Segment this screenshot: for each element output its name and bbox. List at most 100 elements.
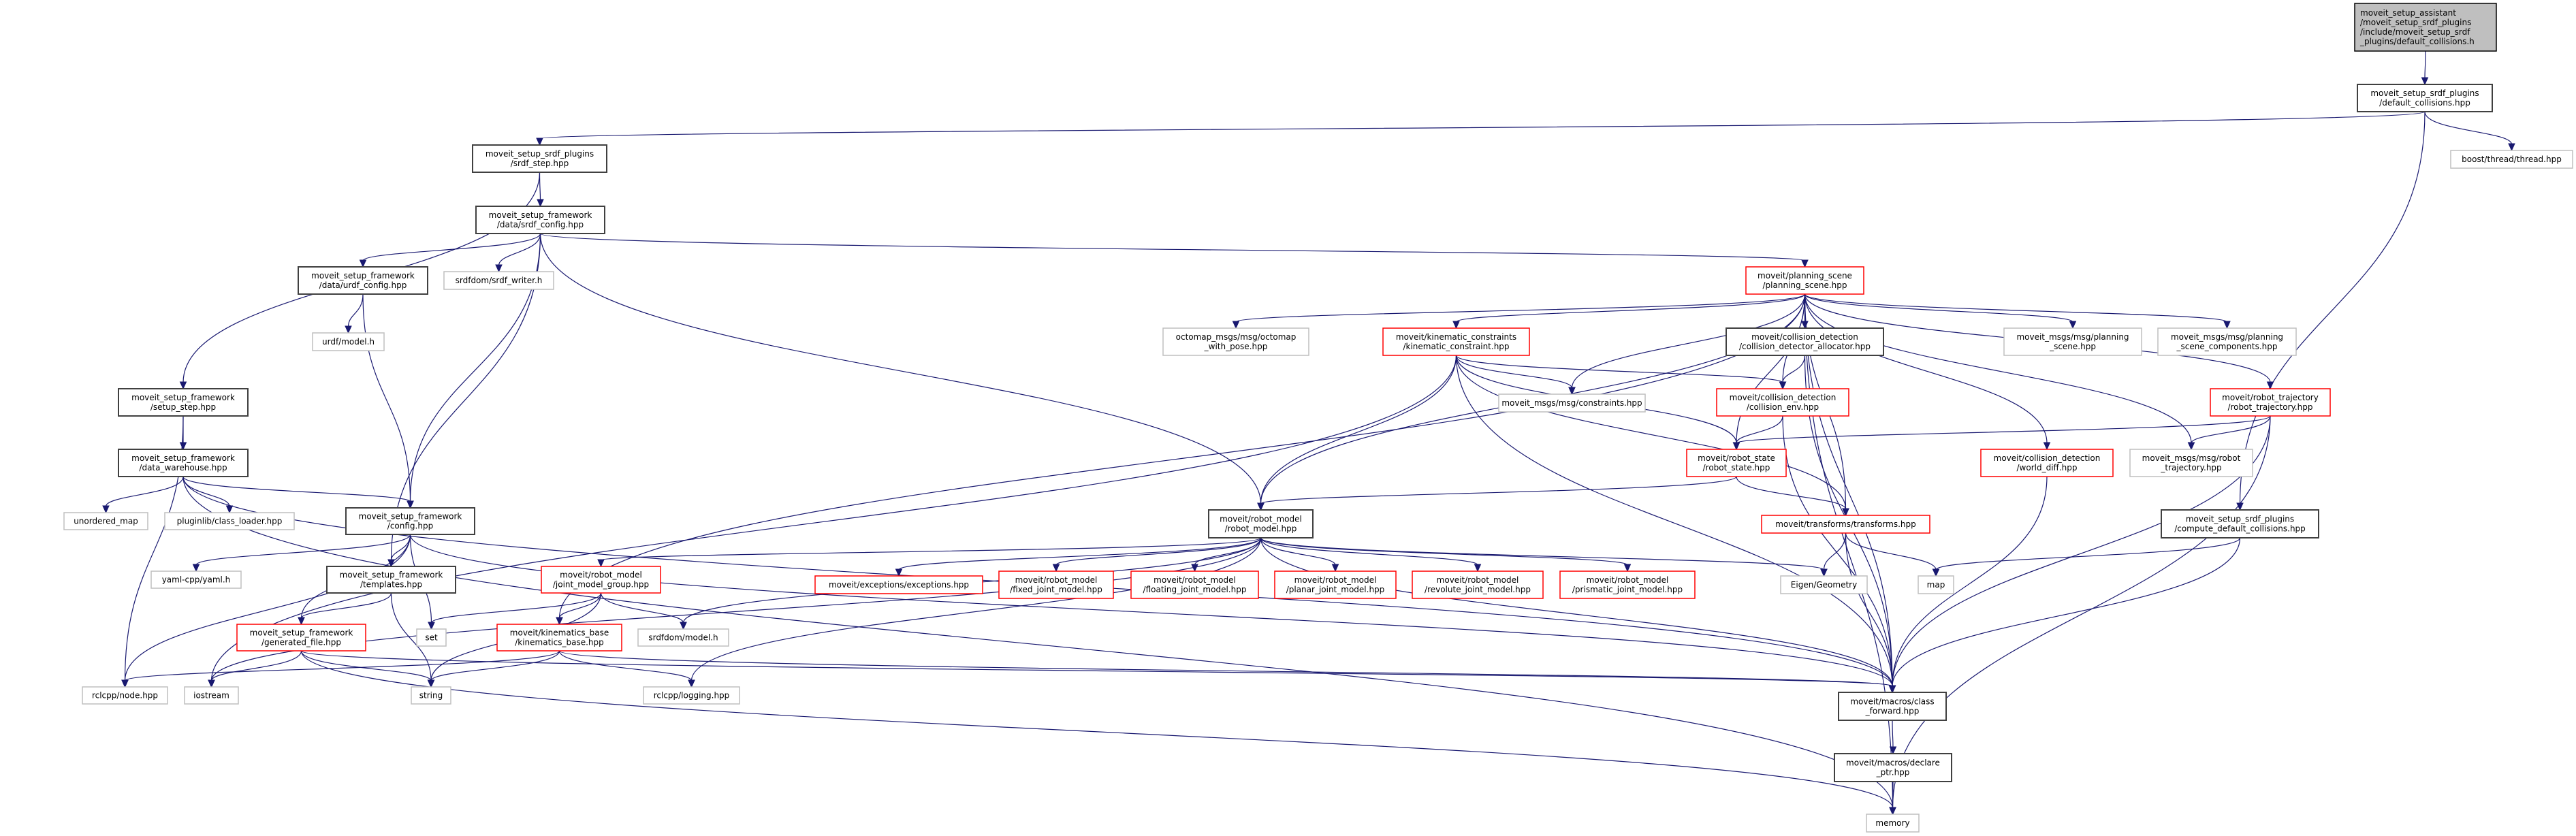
node-box [1866, 814, 1920, 833]
node-srdf-config[interactable]: moveit_setup_framework/data/srdf_config.… [475, 206, 605, 234]
node-box [1130, 570, 1259, 599]
node-yaml[interactable]: yaml-cpp/yaml.h [150, 570, 242, 589]
node-robot-state[interactable]: moveit/robot_state/robot_state.hpp [1686, 449, 1787, 477]
node-class-forward[interactable]: moveit/macros/class_forward.hpp [1838, 692, 1947, 721]
edge-kinematics_base-to-rclcpp_logging [558, 650, 693, 681]
arrowhead-icon [1331, 564, 1339, 573]
node-kinematic-constraint[interactable]: moveit/kinematic_constraints/kinematic_c… [1382, 327, 1530, 356]
edge-planning_scene-to-world_diff [1804, 293, 2048, 444]
node-transforms[interactable]: moveit/transforms/transforms.hpp [1761, 515, 1930, 534]
node-label: urdf/model.h [322, 337, 375, 347]
node-box [814, 575, 983, 594]
node-box [1780, 575, 1868, 594]
node-fixed-joint[interactable]: moveit/robot_model/fixed_joint_model.hpp [998, 570, 1114, 599]
node-config[interactable]: moveit_setup_framework/config.hpp [345, 507, 475, 535]
node-iostream[interactable]: iostream [184, 686, 239, 705]
node-unordered-map[interactable]: unordered_map [63, 512, 148, 530]
node-world-diff[interactable]: moveit/collision_detection/world_diff.hp… [1980, 449, 2114, 477]
node-box [411, 686, 451, 705]
node-templates[interactable]: moveit_setup_framework/templates.hpp [326, 566, 456, 594]
edge-planning_scene-to-msg_robot_trajectory [1804, 293, 2192, 444]
arrowhead-icon [2421, 77, 2429, 86]
node-label: /prismatic_joint_model.hpp [1572, 585, 1683, 594]
node-box [541, 566, 661, 594]
edge-robot_model-to-class_forward [1260, 537, 1893, 687]
node-octomap[interactable]: octomap_msgs/msg/octomap_with_pose.hpp [1162, 327, 1309, 356]
node-box [1412, 570, 1544, 599]
edge-kinematic_constraint-to-transforms [1455, 355, 1847, 510]
edge-robot_state-to-robot_model [1260, 476, 1737, 504]
node-msg-planning-scene-components[interactable]: moveit_msgs/msg/planning_scene_component… [2157, 327, 2297, 356]
node-boost-thread[interactable]: boost/thread/thread.hpp [2450, 150, 2573, 169]
edge-planning_scene-to-class_forward [1804, 293, 1893, 687]
node-data-warehouse[interactable]: moveit_setup_framework/data_warehouse.hp… [118, 449, 249, 477]
node-generated-file[interactable]: moveit_setup_framework/generated_file.hp… [236, 624, 366, 652]
node-compute-default-collisions[interactable]: moveit_setup_srdf_plugins/compute_defaul… [2161, 509, 2319, 538]
node-default-collisions[interactable]: moveit_setup_srdf_plugins/default_collis… [2357, 84, 2493, 112]
edge-generated_file-to-memory [300, 650, 1894, 809]
node-urdf-model[interactable]: urdf/model.h [312, 332, 385, 351]
node-label: moveit/collision_detection [1751, 332, 1858, 342]
node-srdf-writer[interactable]: srdfdom/srdf_writer.h [443, 271, 554, 290]
node-floating-joint[interactable]: moveit/robot_model/floating_joint_model.… [1130, 570, 1259, 599]
arrowhead-icon [1801, 259, 1809, 268]
node-joint-model-group[interactable]: moveit/robot_model/joint_model_group.hpp [541, 566, 661, 594]
node-revolute-joint[interactable]: moveit/robot_model/revolute_joint_model.… [1412, 570, 1544, 599]
node-msg-robot-trajectory[interactable]: moveit_msgs/msg/robot_trajectory.hpp [2129, 449, 2253, 477]
node-root[interactable]: moveit_setup_assistant/moveit_setup_srdf… [2354, 3, 2497, 52]
node-memory[interactable]: memory [1866, 814, 1920, 833]
node-constraints[interactable]: moveit_msgs/msg/constraints.hpp [1498, 393, 1646, 413]
node-label: _scene.hpp [2049, 342, 2096, 351]
node-label: /world_diff.hpp [2017, 463, 2078, 472]
node-msg-planning-scene[interactable]: moveit_msgs/msg/planning_scene.hpp [2003, 327, 2142, 356]
node-setup-step[interactable]: moveit_setup_framework/setup_step.hpp [118, 388, 249, 417]
edge-robot_trajectory-to-memory [1892, 415, 2271, 809]
edge-robot_model-to-iostream [210, 537, 1262, 681]
node-label: /fixed_joint_model.hpp [1010, 585, 1102, 594]
node-label: string [419, 691, 443, 701]
node-eigen[interactable]: Eigen/Geometry [1780, 575, 1868, 594]
node-srdfdom-model[interactable]: srdfdom/model.h [637, 628, 729, 647]
node-srdf-step[interactable]: moveit_setup_srdf_plugins/srdf_step.hpp [472, 144, 607, 173]
node-pluginlib[interactable]: pluginlib/class_loader.hpp [164, 512, 295, 530]
edge-transforms-to-map [1845, 532, 1937, 570]
edge-root-to-default_collisions [2424, 50, 2426, 79]
node-label: moveit/exceptions/exceptions.hpp [829, 580, 969, 590]
node-robot-trajectory[interactable]: moveit/robot_trajectory/robot_trajectory… [2210, 388, 2331, 417]
node-declare-ptr[interactable]: moveit/macros/declare_ptr.hpp [1834, 753, 1952, 782]
node-rclcpp-logging[interactable]: rclcpp/logging.hpp [643, 686, 740, 705]
node-kinematics-base[interactable]: moveit/kinematics_base/kinematics_base.h… [496, 624, 622, 652]
node-urdf-config[interactable]: moveit_setup_framework/data/urdf_config.… [298, 266, 428, 295]
node-map[interactable]: map [1918, 575, 1954, 594]
node-box [2003, 327, 2142, 356]
node-label: srdfdom/model.h [648, 633, 718, 643]
nodes-layer: moveit_setup_assistant/moveit_setup_srdf… [63, 3, 2573, 833]
node-robot-model[interactable]: moveit/robot_model/robot_model.hpp [1208, 509, 1314, 538]
node-label: rclcpp/logging.hpp [654, 691, 730, 701]
node-string[interactable]: string [411, 686, 451, 705]
edge-data_warehouse-to-memory [182, 476, 1894, 809]
edge-robot_trajectory-to-robot_state [1736, 415, 2271, 444]
node-box [1162, 327, 1309, 356]
arrowhead-icon [1889, 746, 1897, 755]
node-box [475, 206, 605, 234]
node-label: /kinematic_constraint.hpp [1403, 342, 1509, 351]
node-box [637, 628, 729, 647]
edge-kinematics_base-to-class_forward [558, 650, 1893, 687]
node-prismatic-joint[interactable]: moveit/robot_model/prismatic_joint_model… [1559, 570, 1696, 599]
node-label: moveit_setup_framework [311, 271, 415, 280]
node-collision-detector-allocator[interactable]: moveit/collision_detection/collision_det… [1726, 327, 1884, 356]
node-collision-env[interactable]: moveit/collision_detection/collision_env… [1716, 388, 1849, 417]
edge-kinematics_base-to-string [430, 650, 560, 681]
node-box [2157, 327, 2297, 356]
edge-compute_default_collisions-to-class_forward [1892, 537, 2241, 687]
node-planar-joint[interactable]: moveit/robot_model/planar_joint_model.hp… [1274, 570, 1397, 599]
node-set[interactable]: set [416, 628, 447, 647]
node-exceptions[interactable]: moveit/exceptions/exceptions.hpp [814, 575, 983, 594]
node-planning-scene[interactable]: moveit/planning_scene/planning_scene.hpp [1745, 266, 1864, 295]
edge-srdf_config-to-robot_model [539, 233, 1262, 504]
arrowhead-icon [2508, 143, 2515, 152]
node-rclcpp-node[interactable]: rclcpp/node.hpp [82, 686, 168, 705]
node-box [998, 570, 1114, 599]
node-box [1208, 509, 1314, 538]
